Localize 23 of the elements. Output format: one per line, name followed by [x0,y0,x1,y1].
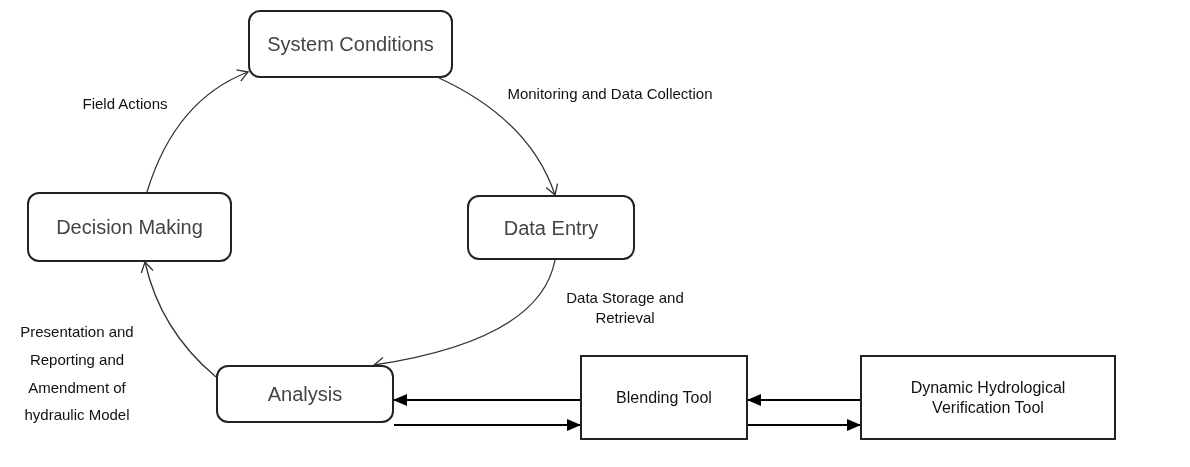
rounded-process-box [27,192,232,262]
node-label: Analysis [267,383,343,405]
rounded-process-box [216,365,394,423]
curved-arrow [140,261,217,378]
curved-arrow [438,77,558,196]
rounded-process-box [248,10,453,78]
rounded-process-box [467,195,635,260]
node-label: Dynamic Hydrological Verification Tool [909,377,1067,418]
process-box [580,355,748,440]
arrow [393,419,581,431]
edge-label: Monitoring and Data Collection [506,84,714,104]
node-label: Blending Tool [616,387,712,408]
arrow [747,394,861,406]
arrow [747,419,861,431]
edge-label: Presentation and Reporting and Amendment of hydraulic Model [19,322,135,426]
edge-label: Field Actions [81,94,169,114]
process-box [860,355,1116,440]
node-label: Decision Making [56,216,203,238]
node-label: System Conditions [267,33,434,55]
arrow [393,394,581,406]
node-label: Data Entry [503,216,599,239]
curved-arrow [146,69,249,193]
edge-label: Data Storage and Retrieval [565,288,685,327]
